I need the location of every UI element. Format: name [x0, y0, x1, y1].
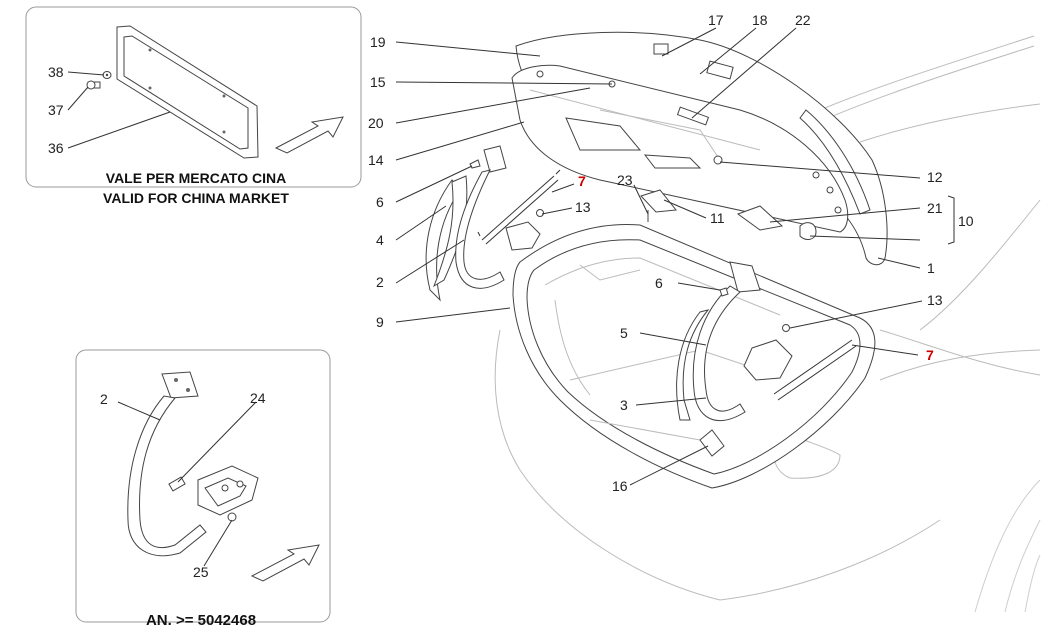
- label-4: 4: [376, 232, 384, 248]
- label-7-left: 7: [578, 173, 586, 189]
- lid-brackets: [640, 189, 784, 231]
- left-hinge-assembly: [425, 145, 561, 302]
- label-10: 10: [958, 213, 974, 229]
- arrow-icon: [274, 116, 344, 154]
- right-hinge-assembly: [676, 261, 857, 457]
- label-6-left: 6: [376, 194, 384, 210]
- hinge-arm: [127, 371, 207, 557]
- label-25: 25: [193, 564, 209, 580]
- label-12: 12: [927, 169, 943, 185]
- inset-caption-italian: VALE PER MERCATO CINA: [106, 170, 286, 186]
- gas-spring-right: [773, 339, 857, 401]
- label-2: 2: [376, 274, 384, 290]
- label-6-right: 6: [655, 275, 663, 291]
- label-37: 37: [48, 102, 64, 118]
- label-15: 15: [370, 74, 386, 90]
- label-36: 36: [48, 140, 64, 156]
- label-24: 24: [250, 390, 266, 406]
- label-14: 14: [368, 152, 384, 168]
- label-13-right: 13: [927, 292, 943, 308]
- lid-clip: [653, 43, 669, 55]
- label-20: 20: [368, 115, 384, 131]
- part-labels: 19 15 20 14 6 4 2 9 17 18 22 7 13 23 11 …: [368, 12, 974, 494]
- label-18: 18: [752, 12, 768, 28]
- label-7-right: 7: [926, 347, 934, 363]
- trunk-opening-seal: [512, 224, 876, 489]
- label-1: 1: [927, 260, 935, 276]
- inset-china-market: 38 37 36 VALE PER MERCATO CINA VALID FOR…: [25, 6, 362, 206]
- license-plate-frame: [116, 25, 259, 159]
- label-23: 23: [617, 172, 633, 188]
- inset-serial-caption: AN. >= 5042468: [146, 612, 256, 629]
- label-16: 16: [612, 478, 628, 494]
- label-17: 17: [708, 12, 724, 28]
- label-2-inset: 2: [100, 391, 108, 407]
- label-13-left: 13: [575, 199, 591, 215]
- label-21: 21: [927, 200, 943, 216]
- arrow-icon: [250, 544, 320, 582]
- car-body-outline: [494, 35, 1041, 613]
- label-11: 11: [710, 210, 725, 226]
- label-22: 22: [795, 12, 811, 28]
- label-9: 9: [376, 314, 384, 330]
- leader-lines: [395, 27, 955, 486]
- trunk-lid: [511, 31, 888, 266]
- label-5: 5: [620, 325, 628, 341]
- label-19: 19: [370, 34, 386, 50]
- label-3: 3: [620, 397, 628, 413]
- hinge-bracket: [168, 465, 259, 522]
- inset-caption-english: VALID FOR CHINA MARKET: [103, 190, 289, 206]
- label-38: 38: [48, 64, 64, 80]
- inset-serial-number: 2 24 25 AN. >= 5042468: [75, 349, 331, 629]
- gas-spring-left: [477, 169, 561, 245]
